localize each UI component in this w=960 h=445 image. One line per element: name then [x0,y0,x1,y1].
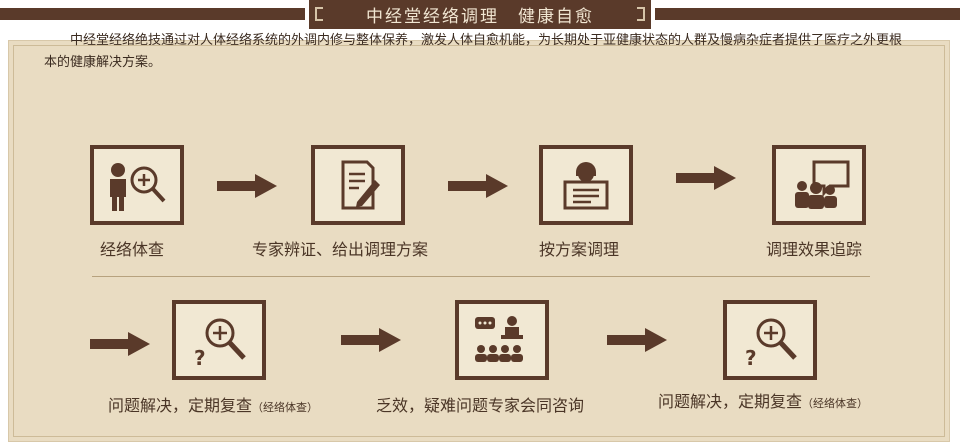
step-label-note: （经络体查） [802,397,869,410]
person-magnifier-icon [110,163,166,211]
step-label-note: （经络体查） [252,401,319,414]
step-box-recheck-2: ? [723,300,817,380]
page-title: 中经堂经络调理 健康自愈 [366,7,594,27]
step-label-expert-consult: 乏效，疑难问题专家会同咨询 [376,396,585,415]
arrow-right-icon [341,328,401,352]
step-box-diagnosis-plan [311,145,405,225]
document-pen-icon [341,160,380,210]
step-box-physical-check [90,145,184,225]
presentation-audience-icon [475,316,523,362]
step-box-follow-plan [539,145,633,225]
step-label-diagnosis-plan: 专家辨证、给出调理方案 [252,240,429,259]
arrow-right-icon [448,174,508,198]
svg-text:?: ? [194,346,206,369]
step-label-main: 问题解决，定期复查 [108,396,253,415]
arrow-right-icon [217,174,277,198]
step-label-recheck-1: 问题解决，定期复查（经络体查） [108,392,318,416]
step-box-tracking [772,145,866,225]
intro-text: 中经堂经络绝技通过对人体经络系统的外调内修与整体保养，激发人体自愈机能，为长期处… [44,33,903,70]
panel-inner-border [13,45,945,437]
reader-icon [563,162,609,210]
question-magnifier-icon: ? [194,318,246,369]
arrow-right-icon [607,328,667,352]
header-title-box: 中经堂经络调理 健康自愈 [305,0,655,29]
question-magnifier-icon: ? [745,318,797,369]
svg-text:?: ? [745,346,757,369]
step-label-tracking: 调理效果追踪 [766,240,863,259]
group-chat-icon [795,160,850,209]
step-label-physical-check: 经络体查 [100,240,165,259]
step-label-main: 问题解决，定期复查 [658,392,803,411]
step-label-follow-plan: 按方案调理 [539,240,620,259]
arrow-right-icon [90,332,150,356]
step-box-recheck-1: ? [172,300,266,380]
step-box-expert-consult [455,300,549,380]
step-label-recheck-2: 问题解决，定期复查（经络体查） [658,388,868,412]
row-divider [92,276,870,277]
arrow-right-icon [676,166,736,190]
